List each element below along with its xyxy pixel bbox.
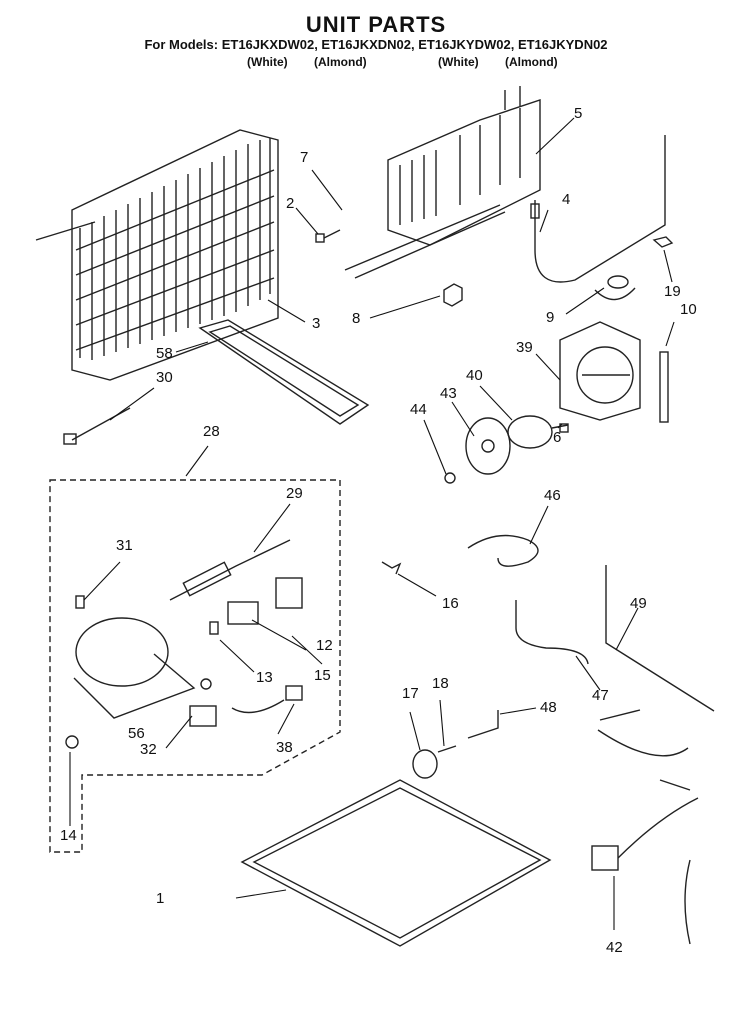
callout-4: 4 [562, 191, 571, 208]
callout-13: 13 [256, 669, 273, 686]
callout-1: 1 [156, 890, 165, 907]
tube-icon [467, 710, 499, 739]
clip-icon [381, 561, 402, 575]
filter-drier-icon [169, 539, 291, 601]
callout-30: 30 [156, 369, 173, 386]
variant-label: (White) [247, 55, 288, 69]
fan-blade-icon [465, 417, 511, 475]
screw-icon [315, 229, 341, 243]
relay-icon [209, 577, 303, 635]
callout-15: 15 [314, 667, 331, 684]
compressor-icon [65, 595, 196, 749]
drain-pan-icon [198, 319, 370, 425]
callout-43: 43 [440, 385, 457, 402]
callout-17: 17 [402, 685, 419, 702]
callout-7: 7 [300, 149, 309, 166]
callout-6: 6 [553, 429, 562, 446]
callout-14: 14 [60, 827, 77, 844]
callout-18: 18 [432, 675, 449, 692]
callout-38: 38 [276, 739, 293, 756]
sensor-wire-icon [530, 135, 666, 283]
heater-icon [63, 407, 131, 445]
compressor-kit-outline [49, 479, 341, 853]
gasket-strip-icon [659, 351, 669, 423]
callout-31: 31 [116, 537, 133, 554]
callout-8: 8 [352, 310, 361, 327]
callout-40: 40 [466, 367, 483, 384]
callout-29: 29 [286, 485, 303, 502]
callout-2: 2 [286, 195, 295, 212]
condenser-coil-icon [35, 129, 279, 381]
callout-5: 5 [574, 105, 583, 122]
callout-42: 42 [606, 939, 623, 956]
callout-49: 49 [630, 595, 647, 612]
overload-icon [189, 678, 303, 727]
leader-lines [69, 117, 675, 930]
callout-28: 28 [203, 423, 220, 440]
callout-10: 10 [680, 301, 697, 318]
nut-icon [444, 423, 569, 484]
diagram-title: UNIT PARTS [305, 12, 447, 37]
callout-56: 56 [128, 725, 145, 742]
models-line: For Models: ET16JKXDW02, ET16JKXDN02, ET… [144, 37, 608, 52]
variant-label: (Almond) [314, 55, 367, 69]
base-pan-icon [240, 779, 552, 947]
bracket-icon [443, 283, 463, 307]
wiring-harness-icon [591, 709, 699, 945]
callout-44: 44 [410, 401, 427, 418]
callout-32: 32 [140, 741, 157, 758]
variant-label: (Almond) [505, 55, 558, 69]
callout-3: 3 [312, 315, 321, 332]
tube-icon [605, 565, 715, 712]
callout-48: 48 [540, 699, 557, 716]
callout-58: 58 [156, 345, 173, 362]
clip-icon [652, 236, 674, 248]
caster-wheel-icon [412, 745, 457, 779]
callout-9: 9 [546, 309, 555, 326]
callout-19: 19 [664, 283, 681, 300]
fan-shroud-icon [559, 321, 641, 421]
callout-12: 12 [316, 637, 333, 654]
callout-46: 46 [544, 487, 561, 504]
callout-47: 47 [592, 687, 609, 704]
callout-16: 16 [442, 595, 459, 612]
variant-label: (White) [438, 55, 479, 69]
grommet-icon [594, 275, 636, 301]
tube-icon [515, 600, 589, 665]
evaporator-icon [344, 86, 541, 279]
tube-coil-icon [467, 534, 539, 567]
callout-39: 39 [516, 339, 533, 356]
